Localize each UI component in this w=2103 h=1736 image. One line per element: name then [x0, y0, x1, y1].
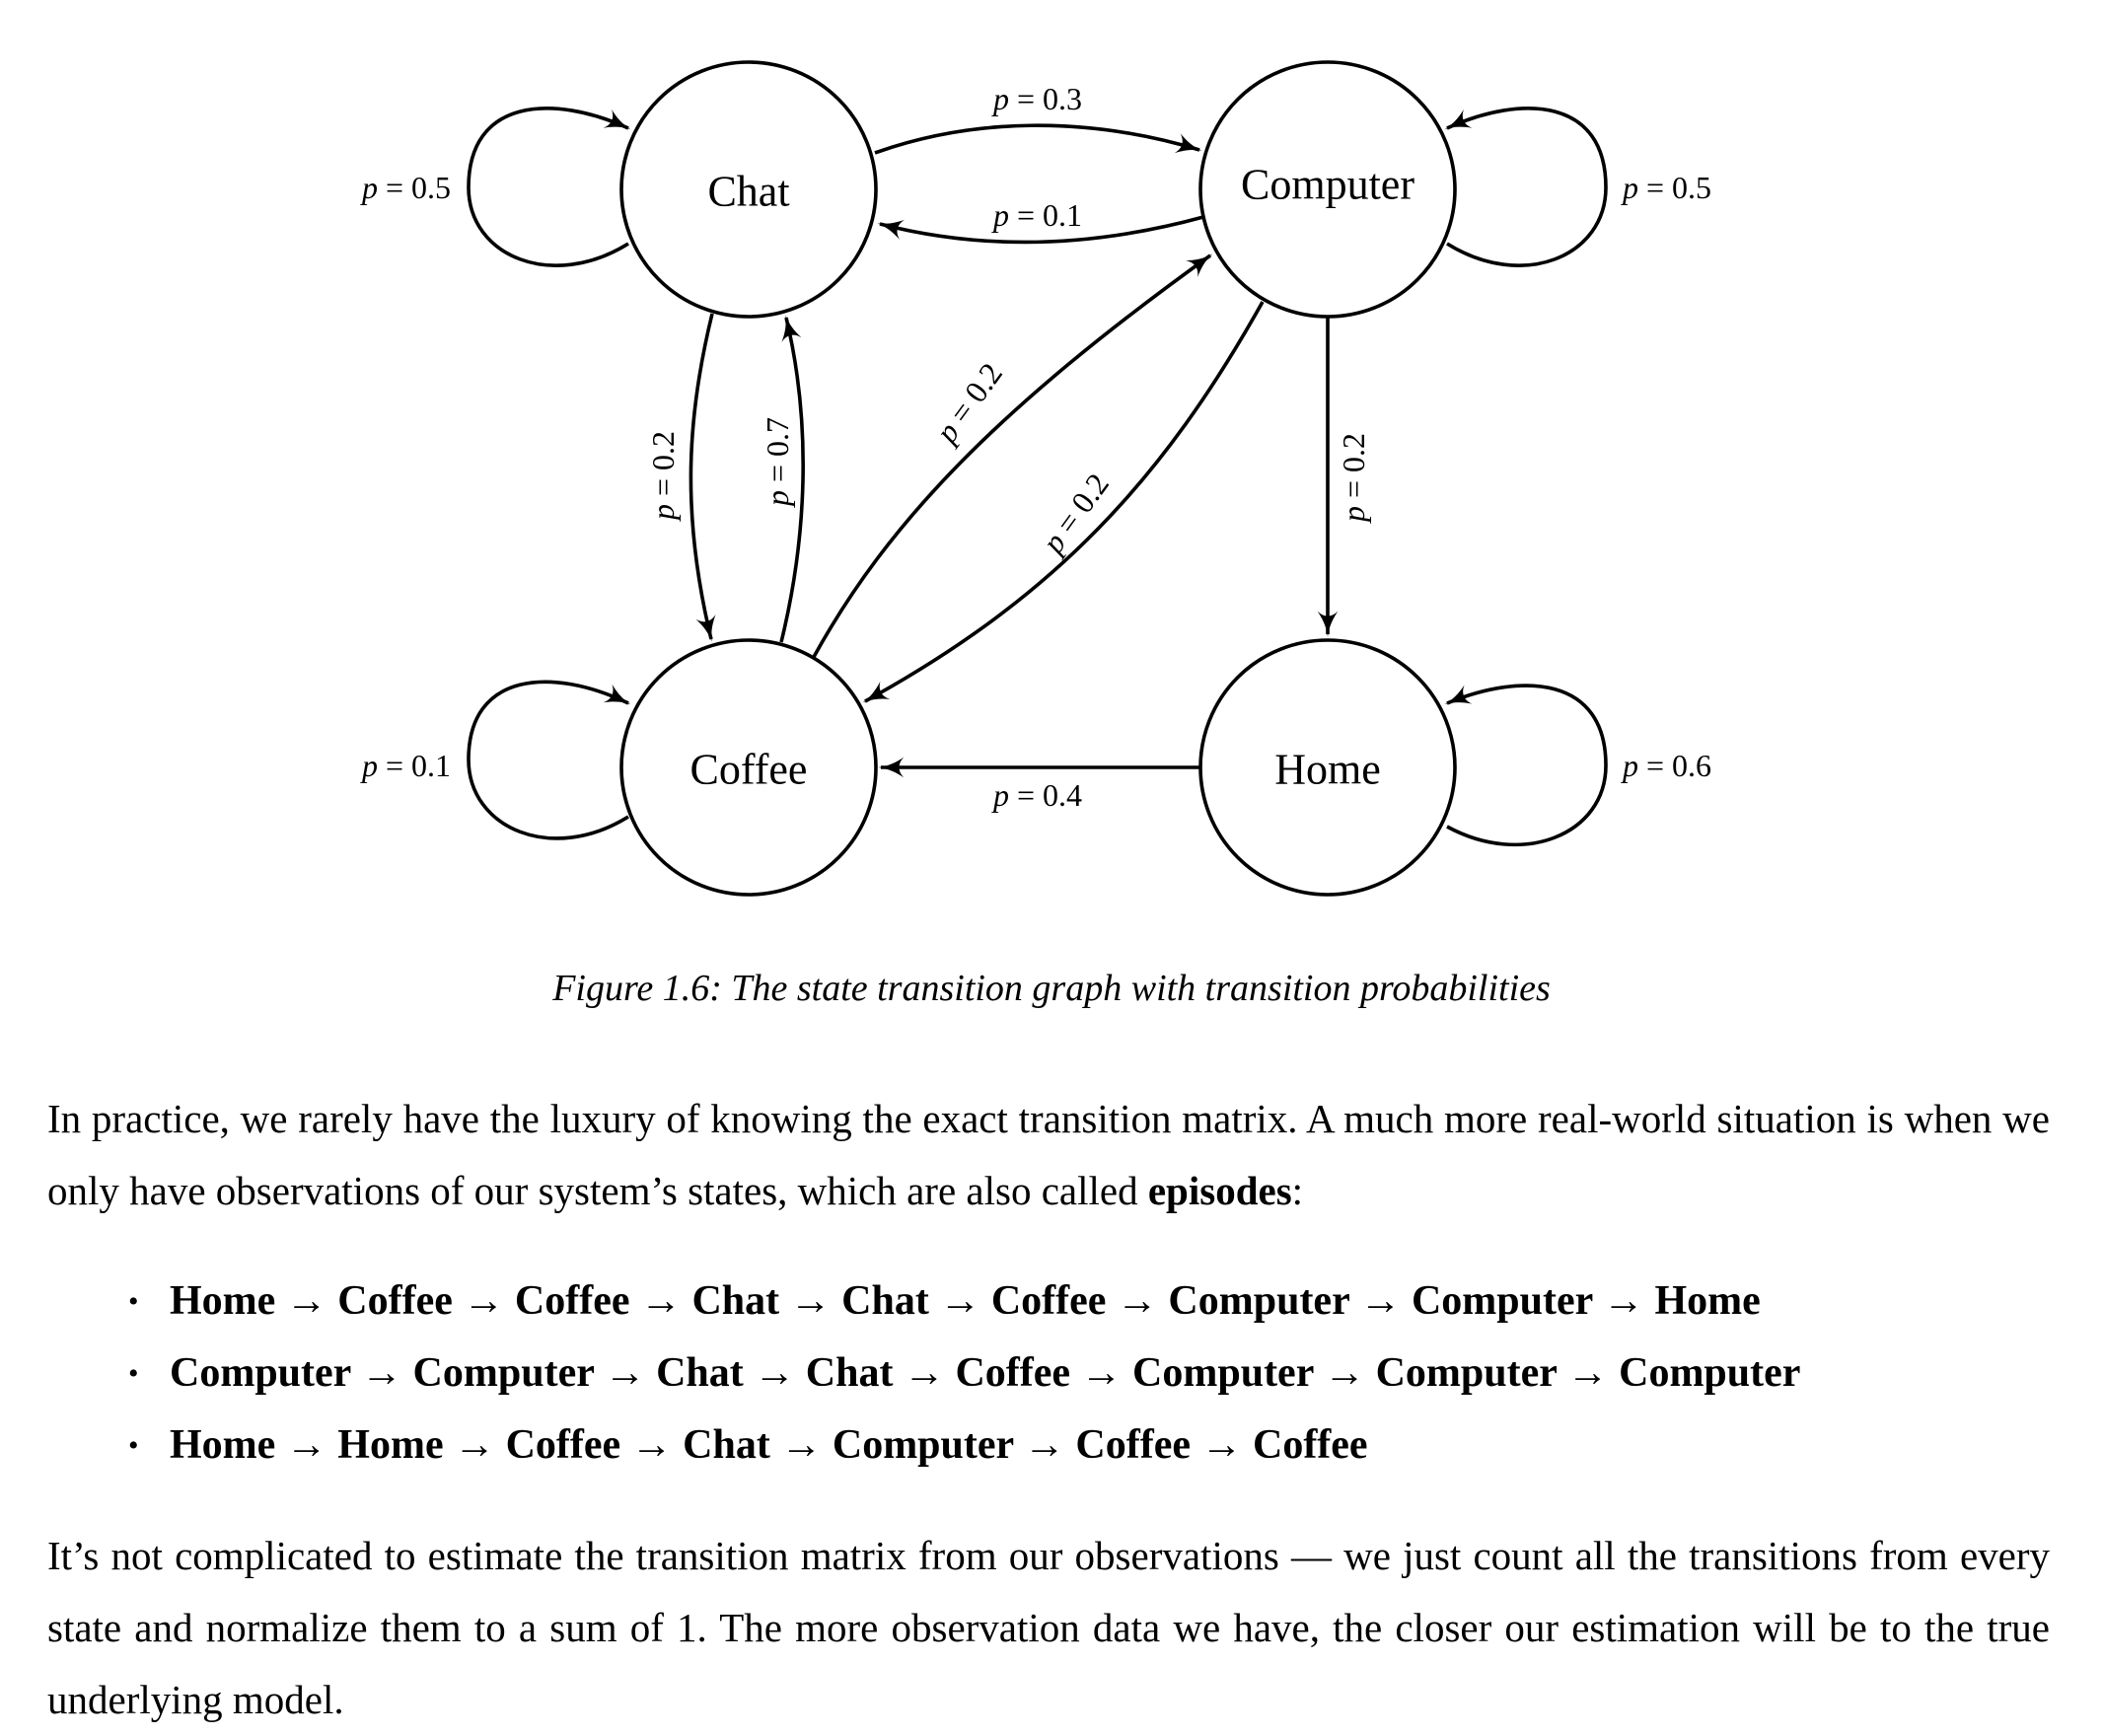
edge-computer-self-loop [1444, 107, 1608, 267]
paragraph-intro-text: In practice, we rarely have the luxury o… [47, 1096, 2050, 1213]
edge-label-computer-self: p = 0.5 [1621, 170, 1711, 205]
edge-label-coffee-to-computer: p = 0.2 [927, 356, 1009, 451]
edge-label-computer-to-home: p = 0.2 [1336, 433, 1371, 524]
edge-label-chat-to-computer: p = 0.3 [991, 81, 1082, 116]
edge-coffee-to-chat [779, 315, 805, 643]
node-home [1198, 638, 1457, 897]
node-chat [619, 60, 878, 319]
episode-text: Home → Home → Coffee → Chat → Computer →… [170, 1422, 1368, 1468]
edge-label-chat-self: p = 0.5 [360, 170, 451, 205]
figure-caption: Figure 1.6: The state transition graph w… [552, 968, 1551, 1009]
edge-computer-to-coffee [862, 301, 1265, 703]
edge-coffee-to-computer [812, 253, 1213, 658]
edge-coffee-self-loop [467, 680, 631, 840]
node-label-computer: Computer [1241, 161, 1414, 209]
episode-text: Home → Coffee → Coffee → Chat → Chat → C… [170, 1278, 1761, 1324]
state-transition-graph: Chat Computer Coffee Home p = 0.5 p = 0.… [360, 60, 1711, 897]
node-coffee [619, 638, 878, 897]
edge-home-self-loop [1444, 684, 1608, 847]
edge-label-computer-to-coffee: p = 0.2 [1034, 467, 1116, 561]
node-label-coffee: Coffee [690, 746, 808, 794]
edge-chat-to-computer [874, 123, 1202, 155]
paragraph-intro-end: : [1291, 1168, 1304, 1213]
edge-label-computer-to-chat: p = 0.1 [991, 197, 1082, 233]
episode-text: Computer → Computer → Chat → Chat → Coff… [170, 1350, 1801, 1396]
bullet-icon: • [128, 1357, 139, 1390]
episodes-term: episodes [1147, 1168, 1292, 1213]
paragraph-estimation: It’s not complicated to estimate the tra… [47, 1533, 2050, 1722]
edge-label-coffee-self: p = 0.1 [360, 748, 451, 783]
edge-label-home-self: p = 0.6 [1621, 748, 1711, 783]
edge-chat-self-loop [467, 107, 631, 267]
edge-label-chat-to-coffee: p = 0.2 [645, 431, 681, 522]
node-computer [1198, 60, 1457, 319]
node-label-home: Home [1274, 746, 1381, 794]
edge-computer-to-chat [877, 215, 1204, 245]
edge-label-home-to-coffee: p = 0.4 [991, 777, 1082, 813]
node-label-chat: Chat [707, 168, 789, 216]
paragraph-intro: In practice, we rarely have the luxury o… [47, 1083, 2050, 1227]
edge-label-coffee-to-chat: p = 0.7 [760, 417, 795, 508]
bullet-icon: • [128, 1429, 139, 1462]
state-transition-figure: Chat Computer Coffee Home p = 0.5 p = 0.… [360, 60, 1711, 897]
edge-chat-to-coffee [689, 313, 716, 642]
bullet-icon: • [128, 1285, 139, 1318]
